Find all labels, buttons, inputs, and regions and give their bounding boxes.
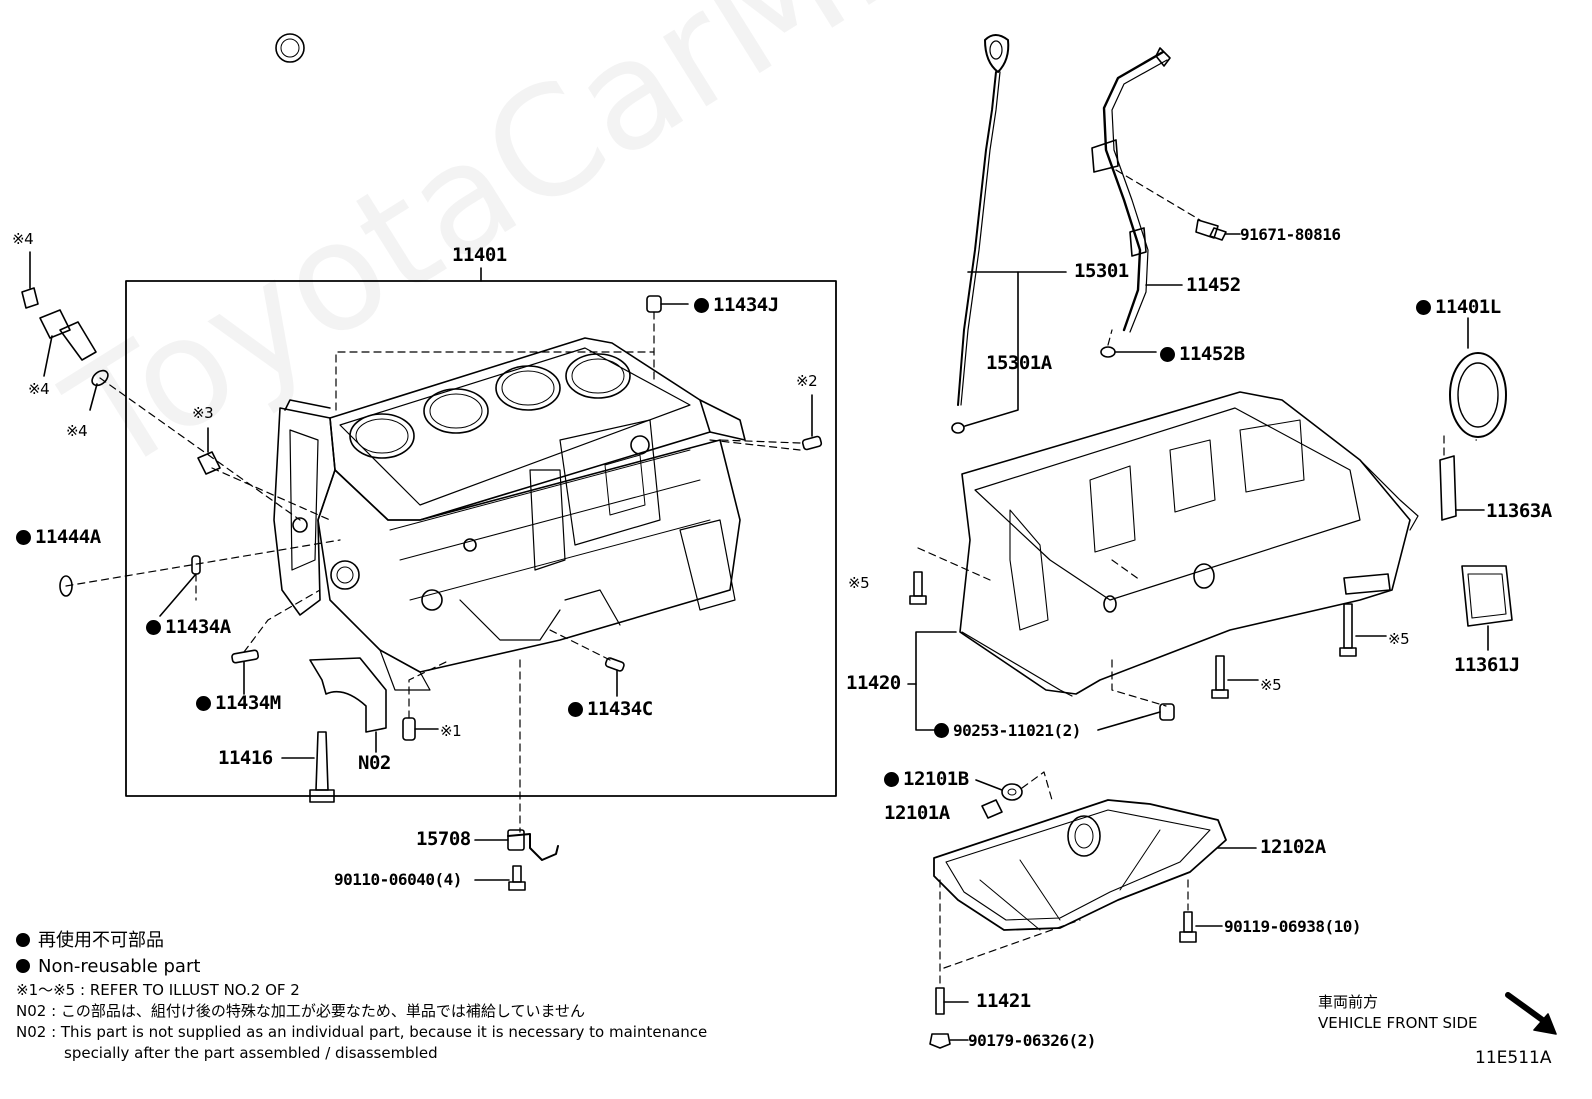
callout-12102a: 12102A <box>1260 836 1326 858</box>
non-reusable-marker-icon <box>16 933 30 947</box>
non-reusable-marker-icon <box>568 702 583 717</box>
diagram-notes: 再使用不可部品 Non-reusable part ※1～※5 : REFER … <box>16 928 707 1064</box>
refer-note: ※1～※5 : REFER TO ILLUST NO.2 OF 2 <box>16 981 300 999</box>
ref-mark-5-left: ※5 <box>848 574 870 592</box>
non-reusable-marker-icon <box>934 723 949 738</box>
ref-mark-3: ※3 <box>192 404 214 422</box>
ref-mark-4-top: ※4 <box>12 230 34 248</box>
ref-mark-2: ※2 <box>796 372 818 390</box>
ref-mark-4-middle: ※4 <box>28 380 50 398</box>
callout-11452: 11452 <box>1186 274 1241 296</box>
vehicle-front-arrow <box>1505 992 1557 1035</box>
non-reusable-marker-icon <box>1160 347 1175 362</box>
callout-11434m: 11434M <box>196 692 281 714</box>
callout-11434j: 11434J <box>694 294 779 316</box>
oil-pan-dashed-leaders <box>939 771 1189 987</box>
seal-parts-drawing <box>1439 317 1513 651</box>
non-reusable-marker-icon <box>884 772 899 787</box>
vehicle-front-en: VEHICLE FRONT SIDE <box>1318 1014 1478 1032</box>
crankcase-drawing <box>907 391 1419 731</box>
ref-mark-5-bottom: ※5 <box>1260 676 1282 694</box>
non-reusable-marker-icon <box>1416 300 1431 315</box>
callout-11363a: 11363A <box>1486 500 1552 522</box>
vehicle-front-label: 車両前方 VEHICLE FRONT SIDE <box>1318 992 1478 1034</box>
callout-11452b: 11452B <box>1160 343 1245 365</box>
callout-90179-06326: 90179-06326(2) <box>968 1031 1096 1050</box>
block-dashed-leaders <box>65 311 801 833</box>
ref-mark-1: ※1 <box>440 722 462 740</box>
guide-dashed-leaders <box>1107 169 1201 346</box>
callout-11416: 11416 <box>218 747 273 769</box>
callout-11361j: 11361J <box>1454 654 1520 676</box>
non-reusable-marker-icon <box>694 298 709 313</box>
n02-note-jp: N02 : この部品は、組付け後の特殊な加工が必要なため、単品では補給していませ… <box>16 1002 586 1020</box>
callout-11401l: 11401L <box>1416 296 1501 318</box>
block-small-parts <box>21 251 823 891</box>
ref-mark-5-right: ※5 <box>1388 630 1410 648</box>
callout-91671-80816: 91671-80816 <box>1240 225 1341 244</box>
legend-en: Non-reusable part <box>16 954 707 980</box>
non-reusable-marker-icon <box>146 620 161 635</box>
callout-90110-06040: 90110-06040(4) <box>334 870 462 889</box>
non-reusable-marker-icon <box>16 959 30 973</box>
callout-11434a: 11434A <box>146 616 231 638</box>
callout-11444a: 11444A <box>16 526 101 548</box>
callout-11434c: 11434C <box>568 698 653 720</box>
vehicle-front-jp: 車両前方 <box>1318 993 1379 1011</box>
callout-15708: 15708 <box>416 828 471 850</box>
crankcase-dashed-leaders <box>917 435 1477 707</box>
n02-note-en-continued: specially after the part assembled / dis… <box>64 1044 438 1062</box>
illustration-code: 11E511A <box>1475 1048 1552 1068</box>
callout-90119-06938: 90119-06938(10) <box>1224 917 1362 936</box>
non-reusable-marker-icon <box>16 530 31 545</box>
legend-jp: 再使用不可部品 <box>16 928 707 954</box>
ref-mark-4-bottom: ※4 <box>66 422 88 440</box>
callout-11420: 11420 <box>846 672 901 694</box>
cylinder-block-drawing <box>273 337 746 691</box>
oil-pan-drawing <box>929 779 1257 1049</box>
callout-12101b: 12101B <box>884 768 969 790</box>
non-reusable-marker-icon <box>196 696 211 711</box>
callout-90253-11021: 90253-11021(2) <box>934 720 1081 742</box>
callout-15301a: 15301A <box>986 352 1052 374</box>
dipstick-guide-drawing <box>1091 47 1241 358</box>
block-group-frame <box>125 267 837 797</box>
callout-11401: 11401 <box>452 244 507 266</box>
callout-11421: 11421 <box>976 990 1031 1012</box>
callout-n02: N02 <box>358 752 391 774</box>
n02-note-en: N02 : This part is not supplied as an in… <box>16 1023 708 1041</box>
dipstick-drawing <box>275 33 1067 434</box>
callout-15301: 15301 <box>1074 260 1129 282</box>
callout-12101a: 12101A <box>884 802 950 824</box>
